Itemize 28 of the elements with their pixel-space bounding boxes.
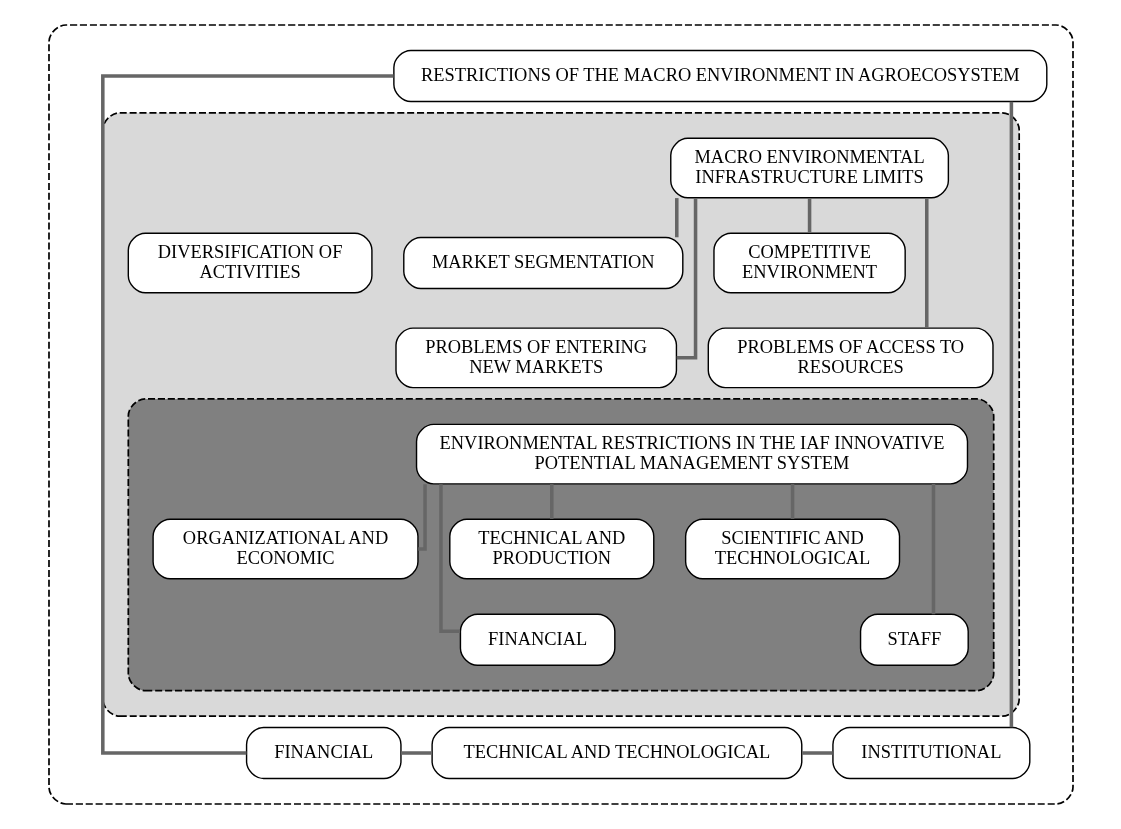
node-box: MARKET SEGMENTATION: [402, 236, 683, 290]
node-box: DIVERSIFICATION OF ACTIVITIES: [127, 232, 373, 294]
connector: [1009, 101, 1013, 728]
node-box: COMPETITIVE ENVIRONMENT: [712, 232, 906, 294]
connector: [807, 198, 811, 233]
connector: [417, 484, 427, 551]
node-box: INSTITUTIONAL: [831, 726, 1030, 780]
node-box: STAFF: [859, 613, 969, 666]
cluster: [47, 24, 1074, 805]
node-box: SCIENTIFIC AND TECHNOLOGICAL: [684, 518, 900, 580]
node-box: MACRO ENVIRONMENTAL INFRASTRUCTURE LIMITS: [669, 137, 949, 199]
node-box: PROBLEMS OF ENTERING NEW MARKETS: [394, 327, 677, 389]
node-box: TECHNICAL AND PRODUCTION: [448, 518, 654, 580]
connector: [549, 484, 554, 519]
node-box: PROBLEMS OF ACCESS TO RESOURCES: [707, 327, 994, 389]
connector: [674, 198, 679, 238]
cluster: [126, 398, 995, 692]
connector: [400, 751, 432, 755]
node-box: FINANCIAL: [459, 613, 616, 666]
node-box: TECHNICAL AND TECHNOLOGICAL: [430, 726, 802, 780]
connector: [801, 751, 833, 755]
connector: [438, 484, 460, 633]
node-box: FINANCIAL: [245, 726, 402, 780]
connector: [100, 74, 393, 755]
node-box: RESTRICTIONS OF THE MACRO ENVIRONMENT IN AGROECOSYSTEM: [392, 49, 1047, 103]
connector: [924, 198, 929, 328]
node-box: ORGANIZATIONAL AND ECONOMIC: [151, 518, 419, 580]
node-box: ENVIRONMENTAL RESTRICTIONS IN THE IAF INNOVATIVE POTENTIAL MANAGEMENT SYSTEM: [415, 423, 968, 485]
